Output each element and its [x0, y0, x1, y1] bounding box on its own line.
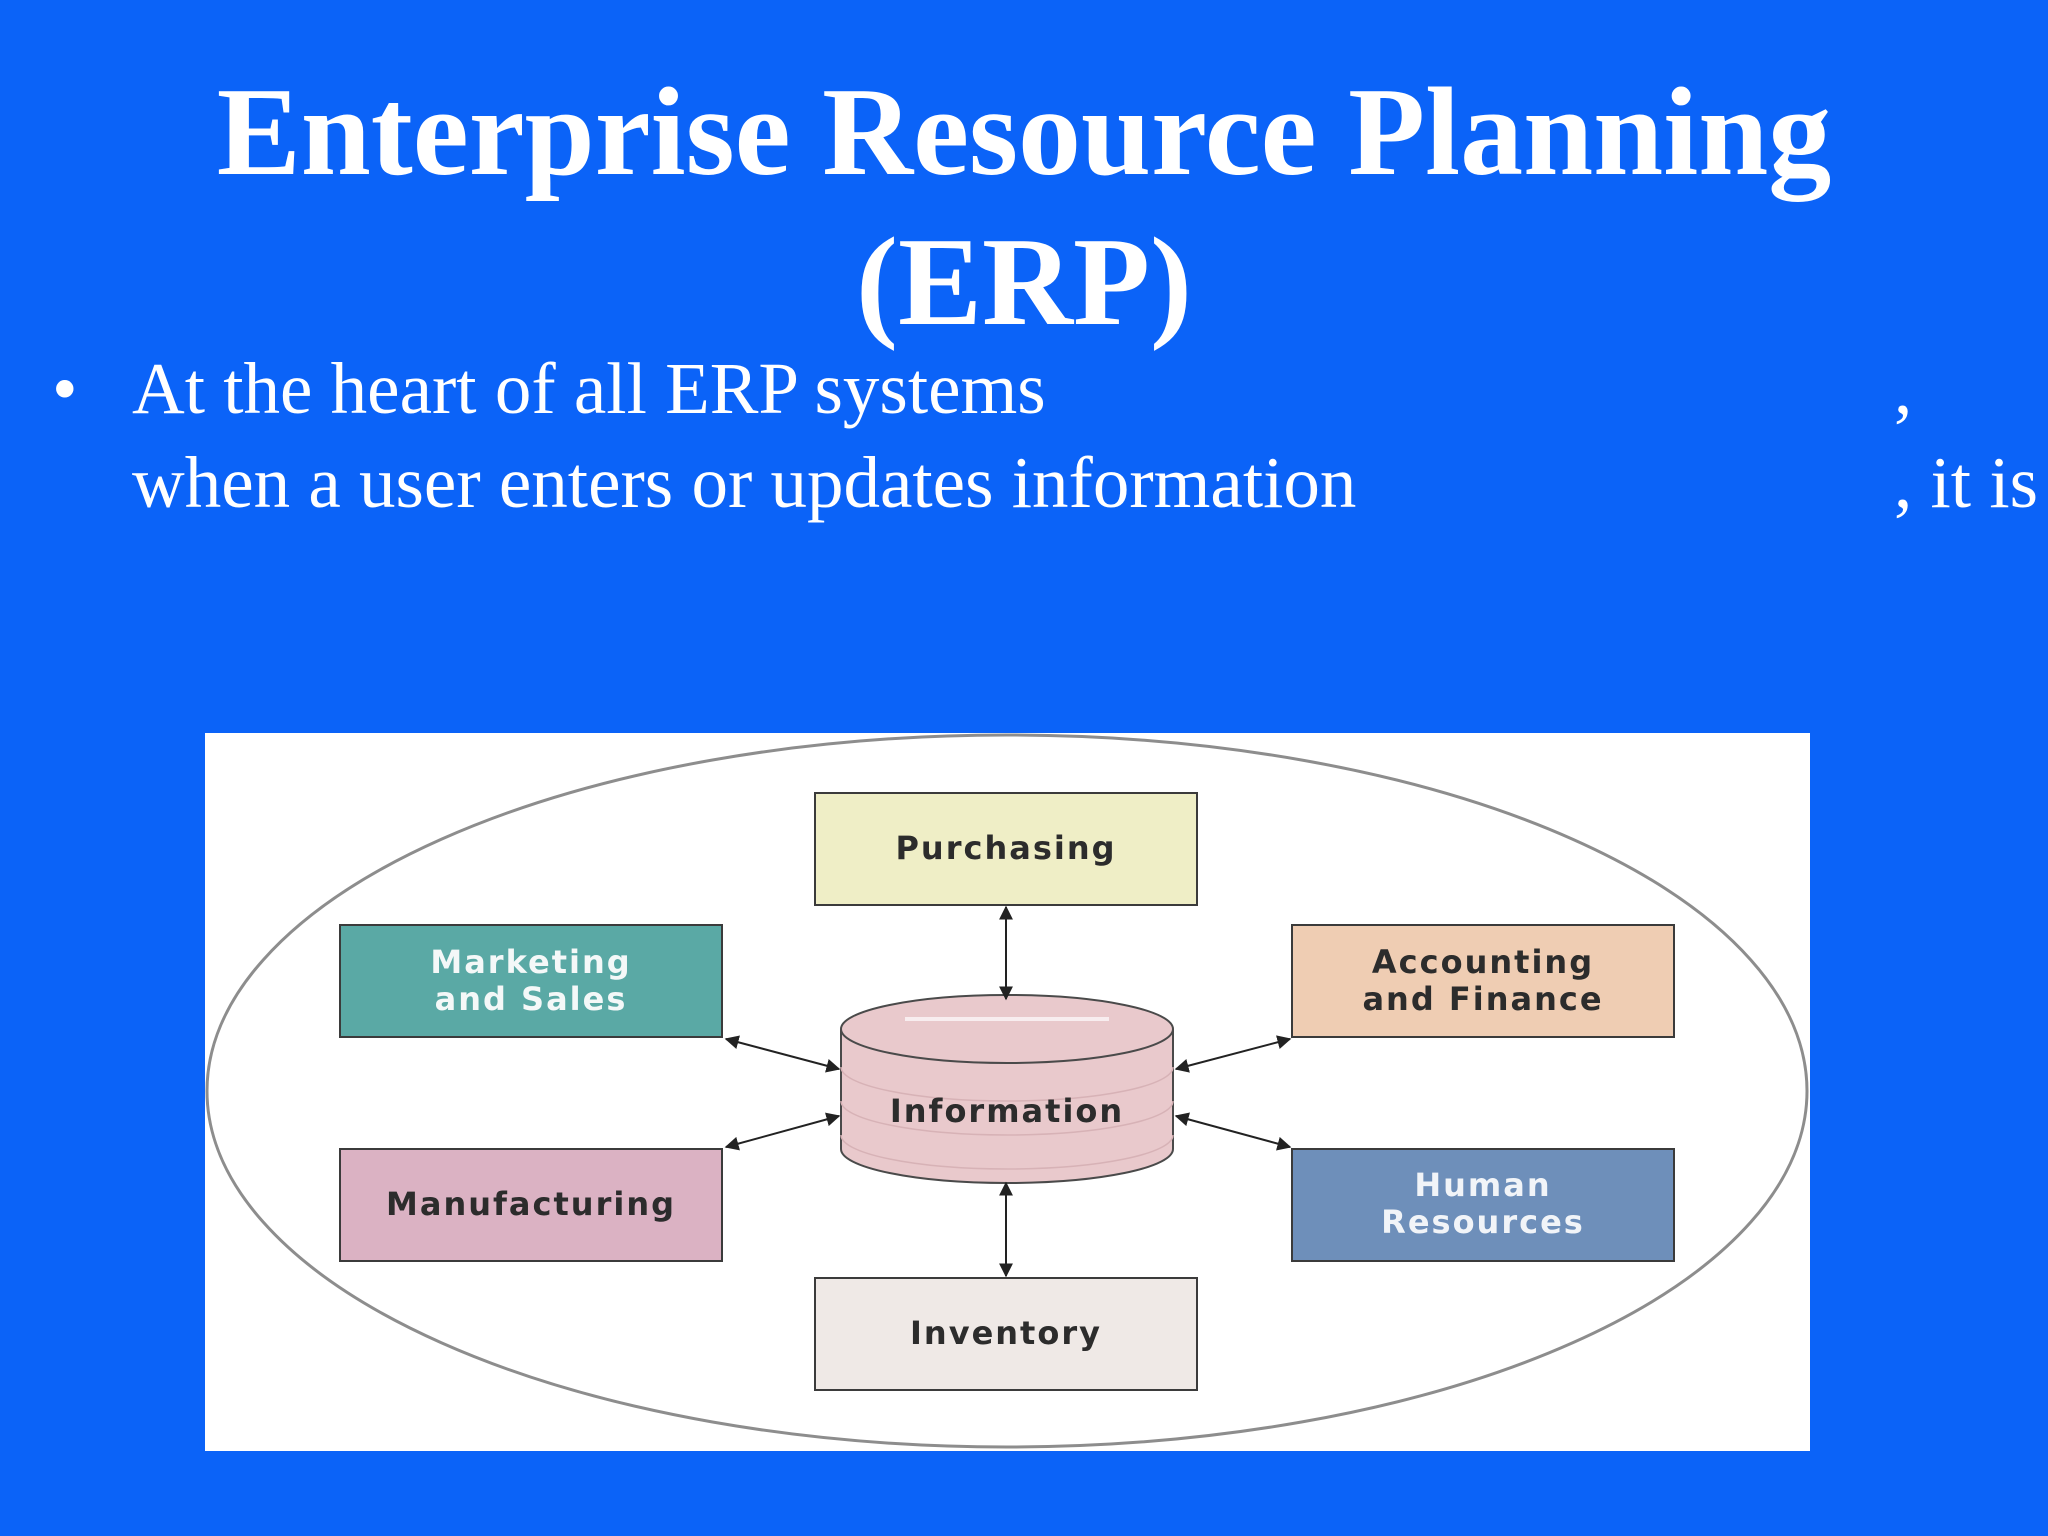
slide-title-line-1: Enterprise Resource Planning — [216, 63, 1832, 202]
marketing-sales-node: Marketing and Sales — [339, 924, 723, 1038]
bullet-line-1-left: At the heart of all ERP systems — [132, 348, 1046, 429]
accounting-finance-label-line-2: and Finance — [1362, 980, 1603, 1018]
connector-manufacturing — [724, 1112, 841, 1151]
inventory-box — [814, 1277, 1198, 1391]
diagram-connectors — [724, 905, 1292, 1278]
purchasing-box — [814, 792, 1198, 906]
inventory-label: Inventory — [910, 1314, 1102, 1352]
bullet-line-1-right: , — [1894, 348, 1913, 429]
information-cylinder-rings — [840, 1066, 1174, 1170]
manufacturing-label: Manufacturing — [386, 1185, 676, 1223]
bullet-line-2-right: , it is — [1894, 442, 2039, 523]
human-resources-box — [1291, 1148, 1675, 1262]
connector-marketing — [724, 1035, 841, 1073]
information-database-node: Information — [840, 994, 1174, 1184]
inventory-node: Inventory — [814, 1277, 1198, 1391]
human-resources-node: Human Resources — [1291, 1148, 1675, 1262]
erp-diagram: Purchasing Marketing and Sales Accountin… — [205, 733, 1809, 1449]
accounting-finance-node: Accounting and Finance — [1291, 924, 1675, 1038]
slide-title-line-2: (ERP) — [856, 213, 1192, 352]
bullet-line-2-left: when a user enters or updates informatio… — [132, 442, 1357, 523]
bullet-dot: • — [52, 348, 78, 429]
human-resources-label-line-1: Human — [1414, 1166, 1551, 1204]
human-resources-label-line-2: Resources — [1381, 1203, 1585, 1241]
manufacturing-box — [339, 1148, 723, 1262]
connector-accounting — [1174, 1035, 1292, 1073]
marketing-sales-box — [339, 924, 723, 1038]
accounting-finance-label-line-1: Accounting — [1372, 943, 1594, 981]
information-cylinder-top — [840, 994, 1174, 1064]
purchasing-label: Purchasing — [895, 829, 1116, 867]
manufacturing-node: Manufacturing — [339, 1148, 723, 1262]
information-label: Information — [890, 1092, 1124, 1130]
purchasing-node: Purchasing — [814, 792, 1198, 906]
erp-diagram-panel: Purchasing Marketing and Sales Accountin… — [205, 733, 1810, 1451]
slide-title: Enterprise Resource Planning (ERP) — [0, 58, 2048, 358]
marketing-sales-label-line-2: and Sales — [435, 980, 628, 1018]
accounting-finance-box — [1291, 924, 1675, 1038]
marketing-sales-label-line-1: Marketing — [430, 943, 631, 981]
connector-human-resources — [1174, 1112, 1292, 1151]
